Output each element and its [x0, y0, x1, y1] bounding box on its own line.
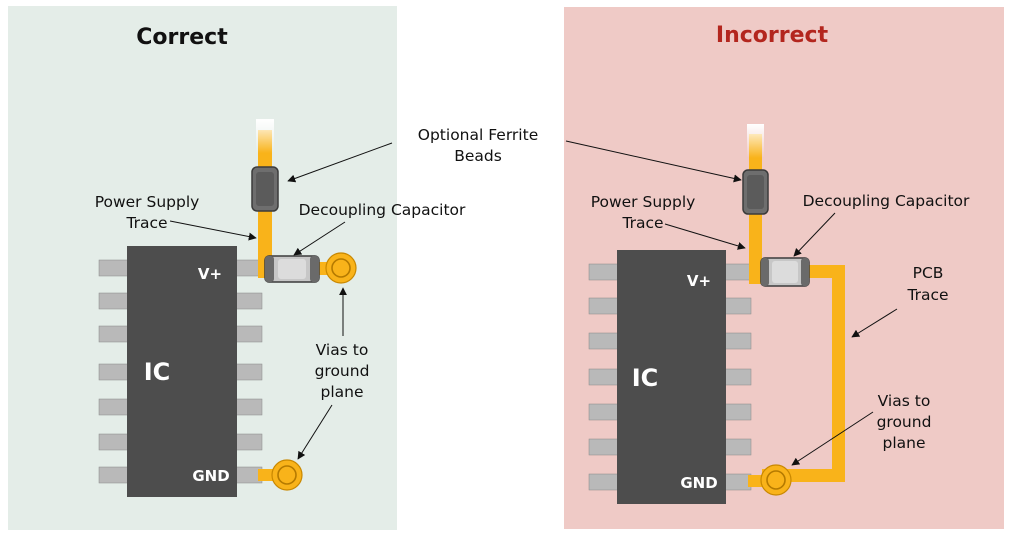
gnd-label: GND — [680, 474, 717, 492]
via-power — [325, 252, 357, 284]
ic-pin — [233, 292, 263, 310]
vias-label-line1: Vias to — [878, 392, 931, 410]
ic-pin-gnd — [233, 466, 263, 484]
trace-fade — [256, 119, 274, 153]
arrow-power-supply — [169, 220, 257, 241]
ic-pin — [588, 263, 620, 281]
correct-panel: Correct IC V+ GND — [8, 6, 466, 530]
ferrite-bead — [251, 166, 279, 212]
ferrite-bead — [742, 169, 769, 215]
ic-pin — [722, 332, 752, 350]
ferrite-label-line2: Beads — [454, 147, 502, 165]
ic-pin — [233, 398, 263, 416]
ic-pin — [588, 368, 620, 386]
gnd-label: GND — [192, 467, 229, 485]
vias-label-line1: Vias to — [316, 341, 369, 359]
power-supply-label-line1: Power Supply — [591, 193, 696, 211]
vias-label-line3: plane — [320, 383, 363, 401]
arrow-decoupling — [293, 221, 346, 256]
decoupling-capacitor-label: Decoupling Capacitor — [803, 192, 970, 210]
ic-pin — [98, 466, 130, 484]
ic-pin — [98, 325, 130, 343]
decoupling-capacitor — [760, 257, 810, 287]
vias-label-line3: plane — [882, 434, 925, 452]
incorrect-title: Incorrect — [716, 23, 829, 48]
vplus-label: V+ — [687, 272, 711, 290]
pcb-trace-label-line2: Trace — [906, 286, 948, 304]
incorrect-panel: Incorrect IC V+ G — [564, 7, 1004, 529]
ic-pin — [588, 332, 620, 350]
correct-title: Correct — [136, 25, 228, 50]
arrow-via-ground — [297, 404, 333, 460]
arrow-decoupling — [793, 212, 836, 257]
power-supply-label-line2: Trace — [621, 214, 663, 232]
via-ground — [760, 464, 792, 496]
ic-pin — [588, 297, 620, 315]
ic-pin-gnd — [722, 473, 752, 491]
arrow-ferrite-left — [287, 142, 393, 183]
vias-label-line2: ground — [877, 413, 932, 431]
ic-pin-vplus — [722, 263, 752, 281]
vplus-label: V+ — [198, 265, 222, 283]
ic-pin — [722, 403, 752, 421]
ic-pin — [722, 297, 752, 315]
ferrite-label-line1: Optional Ferrite — [418, 126, 538, 144]
decoupling-capacitor-label: Decoupling Capacitor — [299, 201, 466, 219]
ic-body — [127, 246, 237, 497]
ic-pin — [233, 325, 263, 343]
pcb-trace-label-line1: PCB — [913, 264, 944, 282]
arrow-ferrite-right — [565, 140, 742, 183]
ic-right-pins — [233, 259, 263, 484]
ic-left-pins — [98, 259, 130, 484]
ic-pin — [588, 438, 620, 456]
ic-pin — [722, 438, 752, 456]
ic-pin — [98, 433, 130, 451]
ic-pin-vplus — [233, 259, 263, 277]
ic-pin — [233, 363, 263, 381]
ic-label: IC — [632, 364, 659, 392]
ic-pin — [98, 363, 130, 381]
pcb-trace — [832, 265, 845, 475]
ic-pin — [98, 292, 130, 310]
arrow-power-supply — [664, 223, 746, 250]
ic-pin — [588, 403, 620, 421]
ic-body — [617, 250, 726, 504]
ic-pin — [588, 473, 620, 491]
ic-label: IC — [144, 358, 171, 386]
power-supply-label-line2: Trace — [125, 214, 167, 232]
arrow-via-ground — [791, 411, 874, 466]
decoupling-capacitor — [264, 255, 320, 283]
power-supply-label-line1: Power Supply — [95, 193, 200, 211]
arrow-pcb-trace — [851, 308, 898, 338]
ic-pin — [233, 433, 263, 451]
via-ground — [271, 459, 303, 491]
ic-pin — [98, 259, 130, 277]
ic-pin — [722, 368, 752, 386]
ic-pin — [98, 398, 130, 416]
vias-label-line2: ground — [315, 362, 370, 380]
trace-fade — [747, 124, 764, 158]
